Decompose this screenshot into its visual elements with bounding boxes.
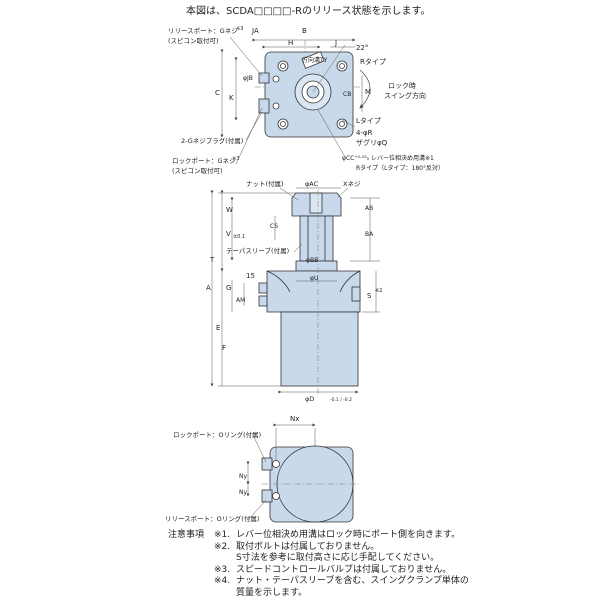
release-port-mark: ※3 <box>236 26 243 32</box>
nut-dir-label: 方向溝TY <box>302 56 328 64</box>
page-title: 本図は、SCDA□□□□-Rのリリース状態を示します。 <box>186 4 431 17</box>
lock-oring-label: ロックポート：Oリング(付属) <box>173 430 261 439</box>
nut-label: ナット(付属) <box>246 179 284 188</box>
top-dim-lines <box>220 38 363 138</box>
holes-label: 4-φR <box>356 129 373 137</box>
plug-label: 2-Gネジプラグ(付属) <box>181 136 243 145</box>
bottom-view <box>261 445 360 523</box>
dim-k: K <box>229 94 234 102</box>
dim-c: C <box>215 89 220 97</box>
lever-label-1: φCC⁺⁰·⁰⁵₀ レバー位相決め用溝※1 <box>342 154 434 162</box>
taper-label: テーパスリーブ(付属) <box>226 246 289 255</box>
note-row: 注意事項 ※1. レバー位相決め用溝はロック時にポート側を向きます。 <box>168 530 588 542</box>
lock-port-label: ロックポート：Gネジ <box>172 157 236 165</box>
taper-sleeve <box>299 215 334 262</box>
note-mark <box>214 588 236 600</box>
l-type-label: Lタイプ <box>356 116 381 125</box>
lock-dir-label-1: ロック時 <box>388 82 416 90</box>
dim-ba: BA <box>365 231 374 238</box>
note-row: ※2. 取付ボルトは付属しておりません。 <box>168 542 588 554</box>
release-port-note: (スピコン取付可) <box>168 36 219 45</box>
dim-w: W <box>226 206 233 214</box>
note-text: S寸法を参考に取付高さに応じ手配してください。 <box>236 553 440 563</box>
release-oring-label: リリースポート：Oリング(付属) <box>165 514 259 523</box>
note-mark: ※1. <box>214 530 231 540</box>
dim-ab: AB <box>365 205 373 212</box>
note-text: ナット・テーパスリーブを含む、スイングクランプ単体の <box>236 576 469 586</box>
top-leaders <box>229 36 356 165</box>
dim-cb: CB <box>343 91 351 98</box>
note-text: スピードコントロールバルブは付属しておりません。 <box>236 564 452 575</box>
note-row: 質量を示します。 <box>168 588 588 600</box>
dim-15: 15 <box>246 272 255 280</box>
release-port-top <box>258 72 270 84</box>
dim-j: J <box>334 39 337 47</box>
notes-header: 注意事項 <box>168 530 205 540</box>
bb-label: φBB <box>306 257 318 264</box>
note-mark <box>214 553 236 565</box>
note-text: 取付ボルトは付属しておりません。 <box>236 541 380 552</box>
x-thread-label: Xネジ <box>343 180 361 188</box>
dim-s: S <box>367 292 372 300</box>
dim-f: F <box>222 344 226 352</box>
top-view <box>255 40 371 138</box>
d-tol: -0.1 / -0.2 <box>330 397 352 403</box>
dim-t: T <box>209 256 215 264</box>
side-dim-lines <box>210 187 380 394</box>
lock-port-note: (スピコン取付可) <box>172 166 223 175</box>
dim-jb: φJB <box>243 75 253 82</box>
note-row: ※4. ナット・テーパスリーブを含む、スイングクランプ単体の <box>168 576 588 588</box>
lock-oring-port <box>272 460 280 468</box>
dim-m: M <box>365 88 371 96</box>
note-mark: ※4. <box>214 576 231 586</box>
dim-v-tol: ±0.1 <box>233 234 245 240</box>
dim-ja: JA <box>251 27 259 35</box>
dim-b: B <box>302 27 307 35</box>
note-text: レバー位相決め用溝はロック時にポート側を向きます。 <box>236 530 461 540</box>
side-leaders <box>279 187 349 253</box>
dim-am: AM <box>236 297 245 304</box>
d-label: φD <box>305 395 314 403</box>
bottom-dim-lines <box>246 423 316 521</box>
note-mark: ※2. <box>214 541 231 552</box>
r-type-label: Rタイプ <box>360 57 386 66</box>
nx-label: Nx <box>290 415 299 423</box>
counterbore-label: ザグリφQ <box>356 138 388 147</box>
ac-label: φAC <box>305 180 319 188</box>
dim-s-mark: ※2 <box>375 288 382 294</box>
ny-label: Ny <box>239 473 247 480</box>
dim-e: E <box>216 324 220 332</box>
side-view <box>258 190 361 395</box>
lock-port-mark: ※3 <box>232 156 239 162</box>
dim-cs: CS <box>270 223 278 230</box>
dim-v: V <box>226 230 231 238</box>
release-port-label: リリースポート：Gネジ <box>168 27 238 35</box>
lock-dir-label-2: スイング方向 <box>384 91 426 100</box>
lock-port-top <box>258 98 270 114</box>
ny2-label: Ny <box>239 489 247 496</box>
dim-a: A <box>206 284 211 292</box>
note-row: S寸法を参考に取付高さに応じ手配してください。 <box>168 553 588 565</box>
dim-22: 22° <box>356 44 368 52</box>
lever-label-2: Rタイプ（Lタイプ：180°反対） <box>356 164 444 172</box>
u-label: φU <box>310 275 318 282</box>
note-text: 質量を示します。 <box>236 587 308 598</box>
release-oring-port <box>272 492 280 500</box>
cylinder-body <box>280 311 359 387</box>
dim-g: G <box>226 284 231 292</box>
notes-block: 注意事項 ※1. レバー位相決め用溝はロック時にポート側を向きます。 ※2. 取… <box>168 530 588 599</box>
dim-h: H <box>288 39 293 47</box>
note-row: ※3. スピードコントロールバルブは付属しておりません。 <box>168 565 588 577</box>
note-mark: ※3. <box>214 564 231 575</box>
